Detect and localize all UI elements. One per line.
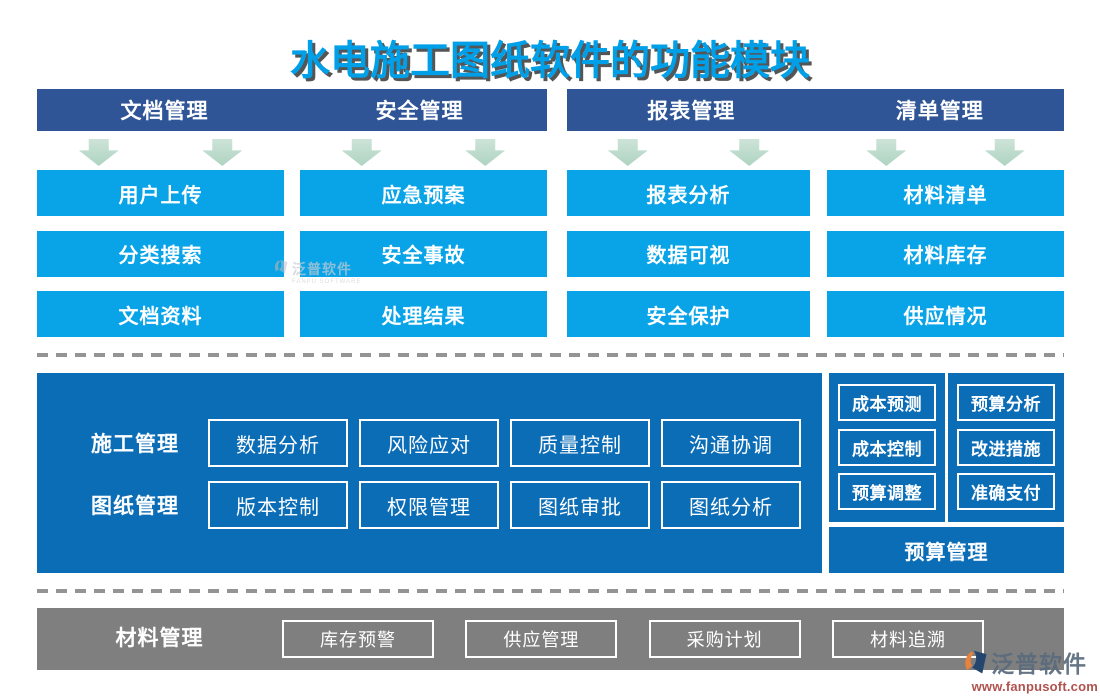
header-list-management: 清单管理 [895,100,984,123]
column-document-items: 用户上传 分类搜索 文档资料 [37,170,284,337]
box-stock-warning: 库存预警 [282,620,434,658]
construction-drawing-panel: 施工管理 数据分析 风险应对 质量控制 沟通协调 图纸管理 版本控制 权限管理 … [37,373,822,573]
box-risk-response: 风险应对 [359,419,499,467]
header-bar-right: 报表管理 清单管理 [567,89,1064,131]
box-budget-analysis: 预算分析 [957,384,1055,421]
box-supply-management: 供应管理 [465,620,618,658]
box-material-tracing: 材料追溯 [831,620,984,658]
box-improvement-measures: 改进措施 [957,428,1055,466]
item-supply-status: 供应情况 [827,291,1064,337]
center-watermark-brand-en: FANPU SOFTWARE [292,279,362,285]
item-user-upload: 用户上传 [37,170,284,216]
construction-management-row: 施工管理 数据分析 风险应对 质量控制 沟通协调 [37,419,822,467]
center-watermark: 泛普软件 FANPU SOFTWARE [273,259,361,285]
page-title: 水电施工图纸软件的功能模块 [290,39,810,83]
box-budget-adjustment: 预算调整 [838,473,936,510]
column-safety-items: 应急预案 安全事故 处理结果 [300,170,547,337]
down-arrow-icon [465,139,506,166]
down-arrow-icon [984,139,1025,166]
budget-column-2: 预算分析 改进措施 准确支付 [948,373,1064,522]
down-arrow-icon [866,139,907,166]
down-arrow-icon [202,139,243,166]
item-safety-protection: 安全保护 [567,291,810,337]
header-bar-left: 文档管理 安全管理 [37,89,547,131]
down-arrow-icon [729,139,770,166]
item-report-analysis: 报表分析 [567,170,810,216]
box-drawing-analysis: 图纸分析 [661,481,801,529]
item-material-stock: 材料库存 [827,230,1064,277]
down-arrow-icon [78,139,119,166]
arrows-column-1 [37,139,284,166]
arrows-column-4 [827,139,1064,166]
header-document-management: 文档管理 [120,100,209,123]
box-cost-control: 成本控制 [838,428,936,466]
budget-column-1: 成本预测 成本控制 预算调整 [829,373,945,522]
arrows-column-3 [567,139,810,166]
arrows-column-2 [300,139,547,166]
box-version-control: 版本控制 [208,481,348,529]
dashed-divider-bottom [37,589,1064,593]
center-watermark-brand: 泛普软件 [292,261,352,277]
item-category-search: 分类搜索 [37,230,284,277]
corner-watermark-brand: 泛普软件 [991,651,1087,677]
label-budget-management: 预算管理 [829,527,1064,573]
box-quality-control: 质量控制 [510,419,650,467]
item-document-data: 文档资料 [37,291,284,337]
item-emergency-plan: 应急预案 [300,170,547,216]
material-management-bar: 材料管理 库存预警 供应管理 采购计划 材料追溯 [37,608,1064,670]
item-material-list: 材料清单 [827,170,1064,216]
box-accurate-payment: 准确支付 [957,473,1055,510]
budget-panels: 成本预测 成本控制 预算调整 预算分析 改进措施 准确支付 [829,373,1064,522]
column-report-items: 报表分析 数据可视 安全保护 [567,170,810,337]
column-list-items: 材料清单 材料库存 供应情况 [827,170,1064,337]
fanpu-logo-icon [274,260,288,274]
box-purchase-plan: 采购计划 [648,620,801,658]
box-communication-coordination: 沟通协调 [661,419,801,467]
header-safety-management: 安全管理 [375,100,464,123]
label-drawing-management: 图纸管理 [91,495,179,518]
header-report-management: 报表管理 [647,100,736,123]
corner-watermark-url: www.fanpusoft.com [971,679,1098,694]
item-safety-accident: 安全事故 [300,230,547,277]
fanpu-logo-icon [965,650,987,673]
box-data-analysis: 数据分析 [208,419,348,467]
item-handling-result: 处理结果 [300,291,547,337]
box-permission-management: 权限管理 [359,481,499,529]
label-construction-management: 施工管理 [91,433,179,456]
down-arrow-icon [607,139,648,166]
box-drawing-approval: 图纸审批 [510,481,650,529]
dashed-divider-top [37,353,1064,357]
box-cost-forecast: 成本预测 [838,384,936,421]
label-material-management: 材料管理 [115,627,204,650]
material-boxes: 库存预警 供应管理 采购计划 材料追溯 [282,620,984,658]
down-arrow-icon [341,139,382,166]
item-data-visualization: 数据可视 [567,230,810,277]
corner-watermark: 泛普软件 www.fanpusoft.com [962,645,1098,694]
drawing-management-row: 图纸管理 版本控制 权限管理 图纸审批 图纸分析 [37,481,822,529]
